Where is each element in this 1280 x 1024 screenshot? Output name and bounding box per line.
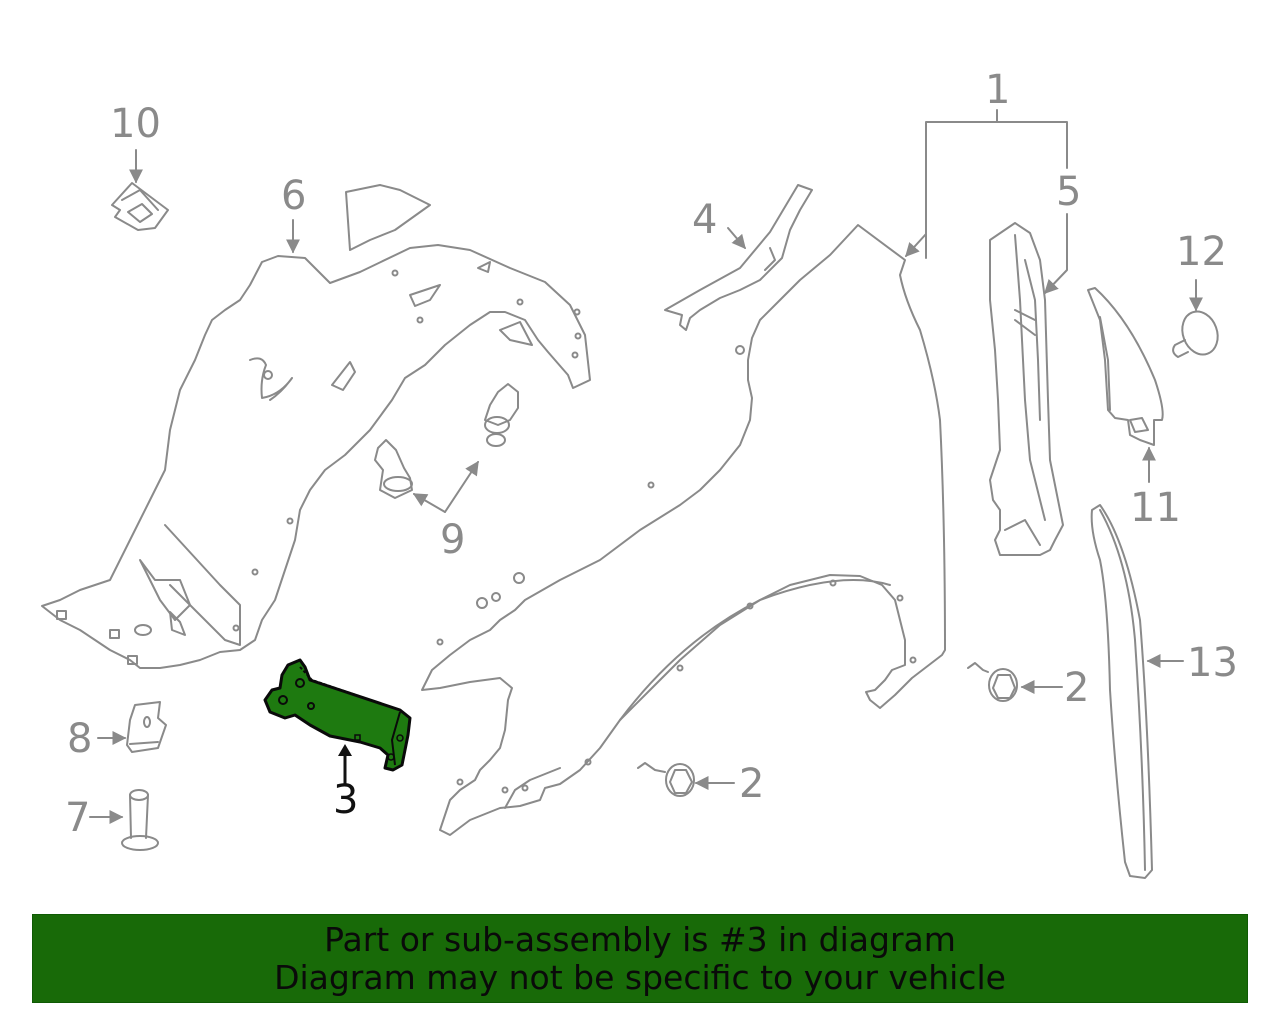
callout-7: 7 (65, 795, 91, 841)
part-1-fender (421, 224, 946, 836)
callout-8: 8 (67, 716, 93, 762)
part-8-nut (97, 701, 167, 753)
callout-13: 13 (1187, 640, 1238, 686)
callout-3[interactable]: 3 (333, 777, 359, 823)
part-11-bracket (1087, 287, 1164, 483)
callout-10: 10 (110, 101, 161, 147)
part-3-highlighted-bracket[interactable] (263, 658, 412, 785)
banner-line-disclaimer: Diagram may not be specific to your vehi… (274, 957, 1006, 997)
callout-2-lower: 2 (739, 761, 765, 807)
callout-4: 4 (692, 197, 718, 243)
callout-9: 9 (440, 517, 466, 563)
callout-5: 5 (1056, 169, 1082, 215)
part-6-fender-liner (41, 184, 591, 669)
callout-12: 12 (1176, 229, 1227, 275)
part-2-bolt-lower (637, 762, 735, 797)
callout-6: 6 (281, 173, 307, 219)
part-10-clip (111, 149, 169, 231)
part-1-bracket (905, 109, 1068, 295)
part-7-stud (89, 789, 159, 851)
callout-1: 1 (985, 67, 1011, 113)
part-5-panel (989, 222, 1064, 556)
part-4-molding (664, 184, 813, 331)
callout-11: 11 (1130, 485, 1181, 531)
part-9-clips (374, 383, 519, 513)
banner-line-part: Part or sub-assembly is #3 in diagram (324, 919, 956, 959)
part-12-pin (1172, 279, 1219, 358)
part-13-strip (1090, 504, 1184, 879)
part-2-bolt-upper (967, 662, 1063, 702)
callout-2-upper: 2 (1064, 665, 1090, 711)
notice-banner: Part or sub-assembly is #3 in diagram Di… (32, 914, 1248, 1003)
